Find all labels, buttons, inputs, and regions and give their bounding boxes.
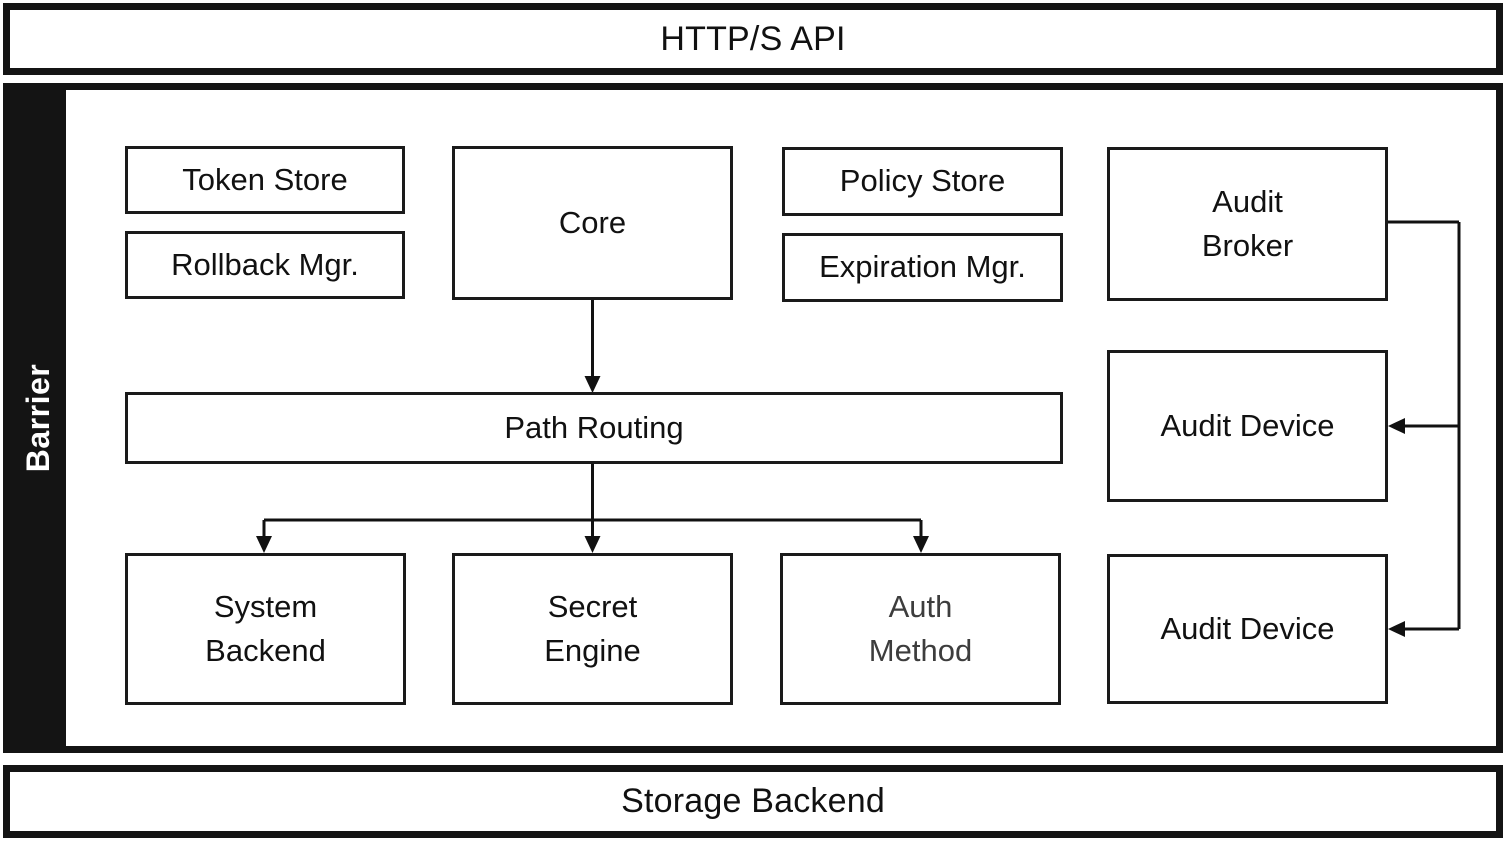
storage-backend-bar: Storage Backend [3, 765, 1503, 838]
edge-core-to-path-routing [584, 300, 601, 393]
node-token-store-label: Token Store [182, 161, 348, 197]
node-audit-broker-label: Audit Broker [1201, 183, 1294, 263]
node-system-backend-label: System Backend [205, 588, 326, 668]
storage-backend-label: Storage Backend [621, 782, 885, 820]
node-expiration-mgr-label: Expiration Mgr. [819, 249, 1026, 285]
node-auth-method[interactable]: Auth Method [780, 553, 1061, 705]
node-auth-method-label: Auth Method [868, 588, 973, 668]
node-audit-broker[interactable]: Audit Broker [1107, 147, 1388, 301]
node-audit-device-1[interactable]: Audit Device [1107, 350, 1388, 502]
node-token-store[interactable]: Token Store [125, 146, 405, 214]
node-path-routing[interactable]: Path Routing [125, 392, 1063, 464]
node-policy-store-label: Policy Store [839, 163, 1006, 199]
node-core[interactable]: Core [452, 146, 733, 300]
node-expiration-mgr[interactable]: Expiration Mgr. [782, 233, 1063, 302]
http-api-bar: HTTP/S API [3, 3, 1503, 75]
node-system-backend[interactable]: System Backend [125, 553, 406, 705]
node-secret-engine-label: Secret Engine [544, 588, 641, 668]
edge-path-routing-fanout [256, 464, 929, 553]
node-secret-engine[interactable]: Secret Engine [452, 553, 733, 705]
node-audit-device-1-label: Audit Device [1160, 407, 1335, 443]
node-audit-device-2-label: Audit Device [1160, 610, 1335, 646]
edge-audit-broker-to-devices [1388, 220, 1461, 637]
node-policy-store[interactable]: Policy Store [782, 147, 1063, 216]
node-audit-device-2[interactable]: Audit Device [1107, 554, 1388, 704]
barrier-label: Barrier [20, 363, 56, 473]
node-path-routing-label: Path Routing [504, 409, 684, 445]
node-rollback-mgr-label: Rollback Mgr. [171, 246, 359, 282]
http-api-label: HTTP/S API [660, 19, 846, 58]
barrier-region: Barrier [3, 83, 1503, 753]
barrier-sidebar: Barrier [10, 90, 66, 746]
node-rollback-mgr[interactable]: Rollback Mgr. [125, 231, 405, 299]
node-core-label: Core [558, 204, 627, 240]
